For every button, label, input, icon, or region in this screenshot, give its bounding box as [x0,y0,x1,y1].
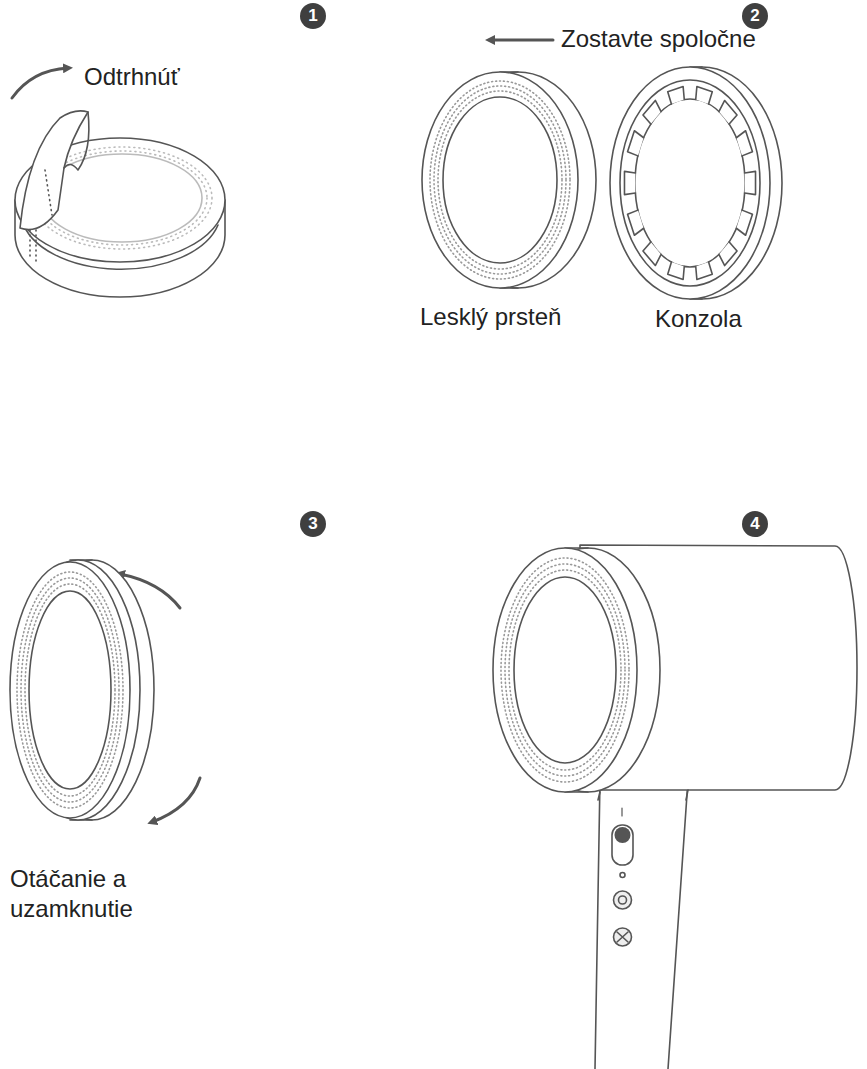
part-name: Konzola [655,304,742,334]
bracket-tooth [736,210,752,235]
bracket-tooth [628,210,644,235]
callout-circle [742,511,768,537]
console-bracket [610,67,782,299]
bracket-tooth [643,100,661,124]
glossy-ring [422,72,596,288]
bracket-tooth [719,242,737,266]
step-label: Odtrhnúť [84,62,180,92]
bracket-tooth [696,262,713,279]
step-label: Otáčanie a uzamknutie [10,864,160,924]
bracket-tooth [668,87,685,104]
callout-number: 4 [741,510,769,538]
callout-number: 1 [299,2,327,30]
bracket-tooth [668,262,685,279]
part-name: Lesklý prsteň [420,302,561,332]
rotate-arrow [152,778,200,822]
callout-circle [300,511,326,537]
step-label: Zostavte spoločne [561,24,756,54]
assemble-arrow [490,39,553,42]
callout-circle [300,3,326,29]
hair-dryer [493,545,857,1069]
bracket-tooth [745,171,756,194]
film-ring [15,111,225,297]
bracket-tooth [628,131,644,156]
bracket-tooth [696,87,713,104]
peel-arrow [12,68,68,98]
bracket-tooth [736,131,752,156]
ring-assembly [10,560,154,820]
bracket-tooth [643,242,661,266]
bracket-tooth [719,100,737,124]
bracket-tooth [624,171,635,194]
callout-number: 3 [299,510,327,538]
